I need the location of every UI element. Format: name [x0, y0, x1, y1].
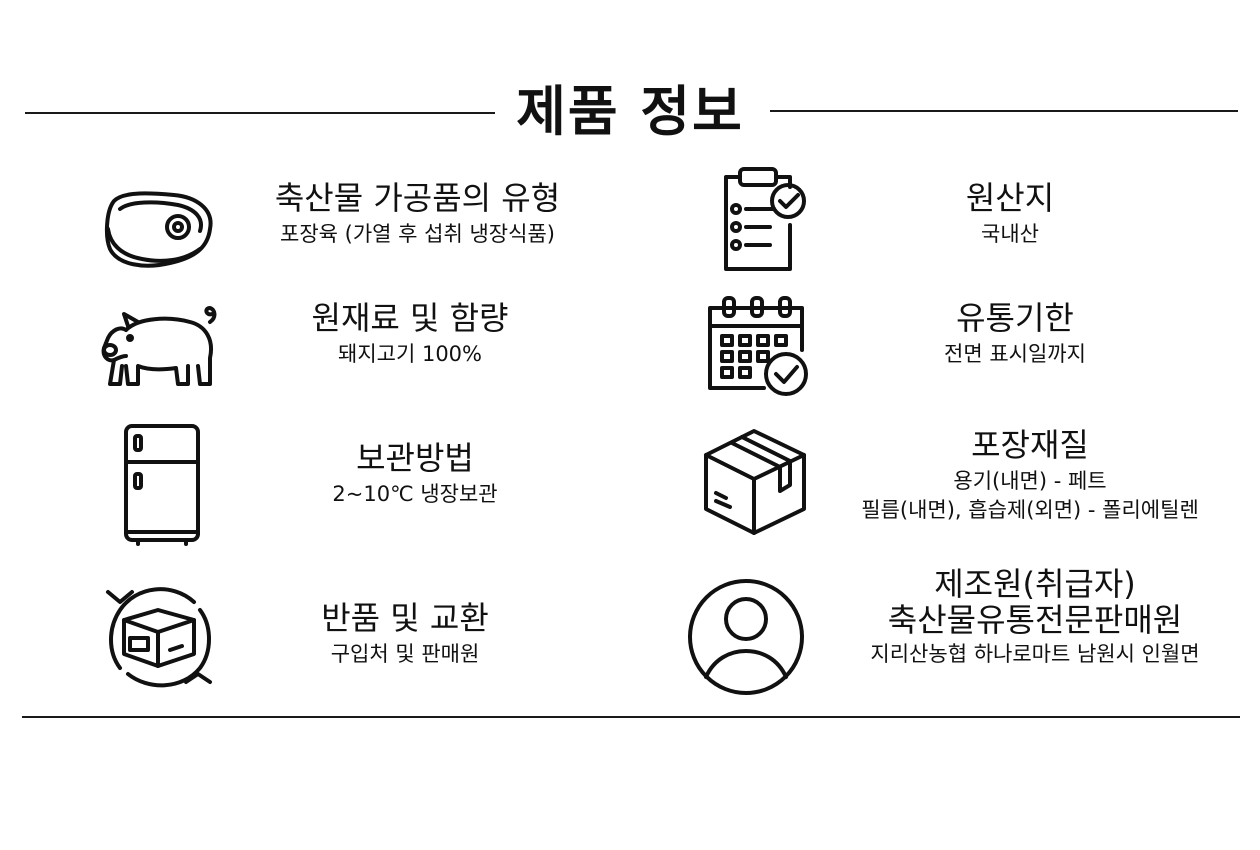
info-description: 구입처 및 판매원 [330, 642, 480, 666]
info-heading: 포장재질 [971, 426, 1089, 464]
page-title: 제품 정보 [516, 80, 744, 143]
info-packaging: 포장재질 용기(내면) - 페트 필름(내면), 흡습제(외면) - 폴리에틸렌 [840, 425, 1220, 525]
calendar-check-icon [702, 292, 812, 397]
refrigerator-icon [122, 422, 202, 548]
info-heading: 제조원(취급자) [934, 565, 1136, 603]
info-manufacturer: 제조원(취급자) 축산물유통전문판매원 지리산농협 하나로마트 남원시 인월면 [845, 566, 1225, 669]
bottom-divider [22, 716, 1240, 718]
clipboard-checklist-icon [718, 165, 813, 275]
info-heading: 축산물유통전문판매원 [887, 601, 1183, 639]
info-description: 전면 표시일까지 [944, 342, 1086, 366]
title-divider-right [770, 110, 1238, 112]
info-ingredients: 원재료 및 함량 돼지고기 100% [270, 298, 550, 369]
info-storage: 보관방법 2~10℃ 냉장보관 [325, 438, 505, 509]
pig-icon [98, 300, 220, 390]
info-return-exchange: 반품 및 교환 구입처 및 판매원 [305, 598, 505, 669]
info-heading: 반품 및 교환 [321, 599, 489, 637]
info-description: 2~10℃ 냉장보관 [332, 482, 498, 506]
info-description: 필름(내면), 흡습제(외면) - 폴리에틸렌 [861, 498, 1199, 522]
info-expiration: 유통기한 전면 표시일까지 [900, 298, 1130, 369]
return-exchange-icon [102, 582, 217, 694]
info-description: 지리산농협 하나로마트 남원시 인월면 [870, 642, 1200, 666]
package-box-icon [702, 425, 808, 537]
title-divider-left [25, 112, 495, 114]
info-heading: 보관방법 [356, 439, 474, 477]
info-description: 돼지고기 100% [338, 342, 482, 366]
info-heading: 유통기한 [956, 299, 1074, 337]
info-description: 포장육 (가열 후 섭취 냉장식품) [280, 222, 555, 246]
info-product-type: 축산물 가공품의 유형 포장육 (가열 후 섭취 냉장식품) [265, 178, 570, 249]
info-origin: 원산지 국내산 [900, 178, 1120, 249]
info-heading: 원재료 및 함량 [311, 299, 509, 337]
steak-icon [100, 183, 220, 273]
info-heading: 축산물 가공품의 유형 [274, 179, 561, 217]
info-heading: 원산지 [965, 179, 1055, 217]
info-description: 국내산 [981, 222, 1039, 246]
user-profile-icon [686, 577, 806, 697]
info-description: 용기(내면) - 페트 [953, 469, 1107, 493]
